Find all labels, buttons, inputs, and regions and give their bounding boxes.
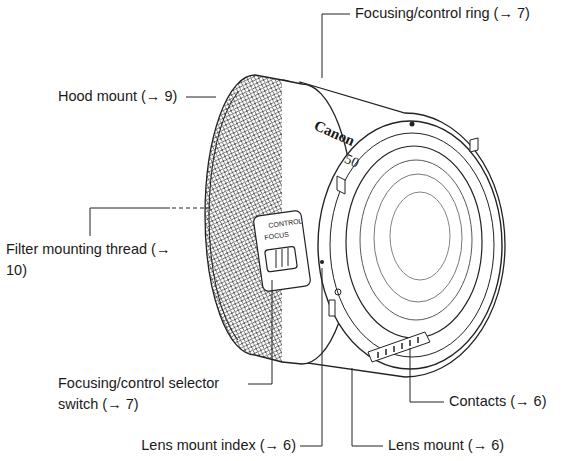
leader-line xyxy=(300,268,322,446)
part-label: Focusing/control ring (→ 7) xyxy=(355,3,530,24)
lens-mount xyxy=(318,121,502,369)
leader-line xyxy=(172,208,210,209)
rear-element xyxy=(374,174,462,302)
mount-screw xyxy=(335,289,341,295)
rear-element xyxy=(360,160,472,320)
hood-mount-edge xyxy=(209,92,238,340)
leader-line xyxy=(352,368,383,446)
mount-screw xyxy=(410,122,415,127)
switch-grip xyxy=(276,248,288,268)
leader-line xyxy=(322,14,350,78)
leader-line xyxy=(248,280,272,384)
contacts xyxy=(378,337,418,358)
contacts-block xyxy=(368,332,430,362)
switch-slider xyxy=(265,246,298,272)
leader-line xyxy=(90,208,170,236)
leader-line xyxy=(410,348,444,402)
mount-index xyxy=(320,260,324,264)
part-label: Lens mount index (→ 6) xyxy=(141,435,296,456)
part-label: Hood mount (→ 9) xyxy=(58,86,177,107)
switch-panel xyxy=(253,210,311,292)
mount-flange xyxy=(330,133,494,357)
part-label: Filter mounting thread (→ 10) xyxy=(6,239,171,281)
part-label: Focusing/control selector switch (→ 7) xyxy=(58,373,244,415)
part-label: Lens mount (→ 6) xyxy=(388,435,504,456)
part-label: Contacts (→ 6) xyxy=(449,391,547,412)
rear-element xyxy=(390,192,450,280)
bayonet-tab xyxy=(329,138,478,316)
leader-line xyxy=(186,97,216,98)
rear-opening xyxy=(346,146,482,338)
